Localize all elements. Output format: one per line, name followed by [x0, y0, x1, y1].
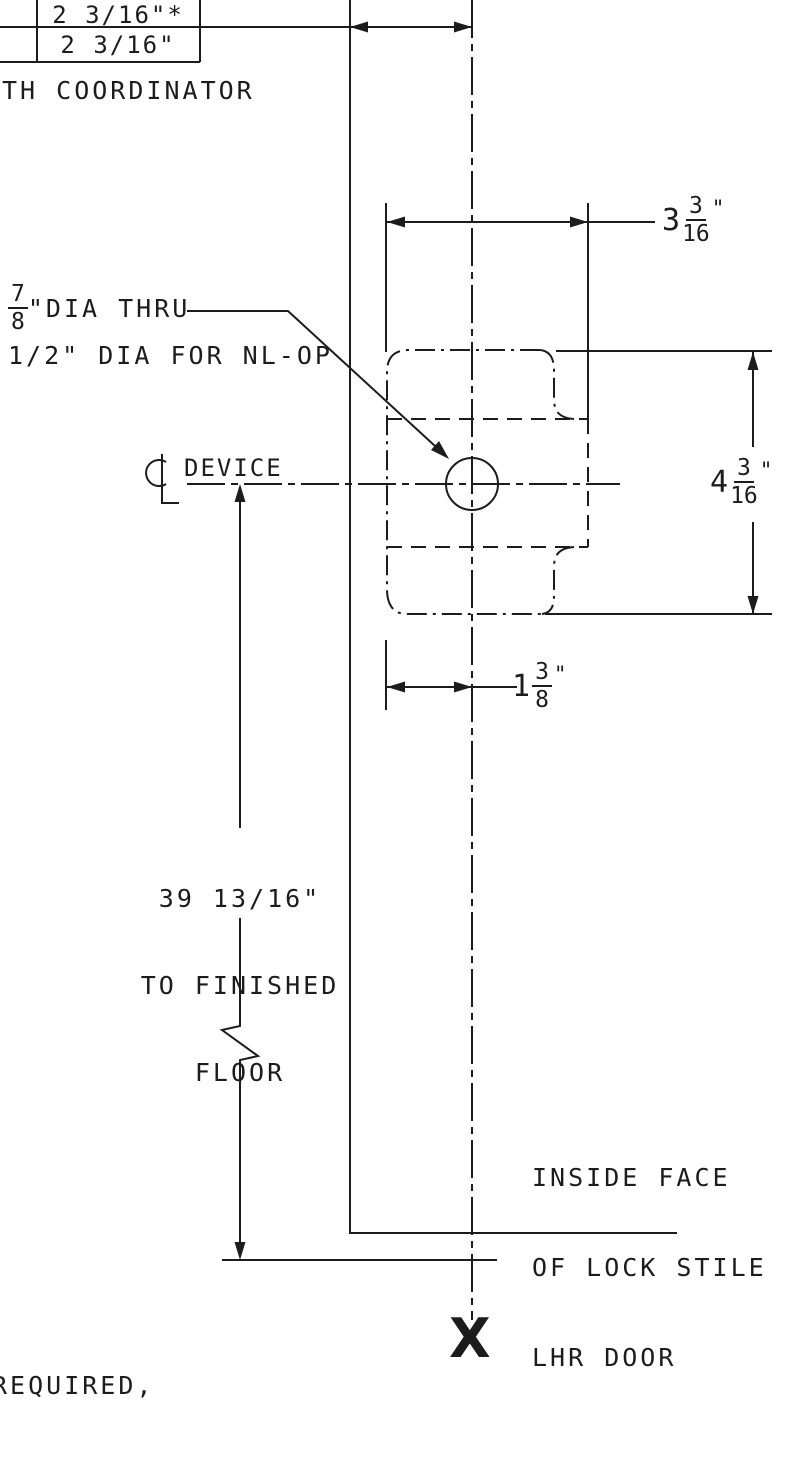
- device-outline-right-bottom: [541, 546, 575, 615]
- arrow-hole-leader: [431, 441, 449, 459]
- floor-height-dimension-text: 39 13/16" TO FINISHED FLOOR: [140, 884, 340, 1087]
- table-cell-value-1: 2 3/16"*: [52, 1, 184, 29]
- arrowheads: [234, 21, 759, 1260]
- arrow-down-floor: [234, 1242, 246, 1260]
- arrow-up-floor: [234, 484, 246, 502]
- device-chassis-lines: [387, 418, 589, 548]
- arrow-left-width: [387, 216, 405, 228]
- coordinator-note: TH COORDINATOR: [2, 76, 255, 105]
- hole-dia-label: "DIA THRU: [27, 293, 191, 323]
- width-dimension-text: 3 3 16 ": [662, 193, 725, 248]
- inside-face-label: INSIDE FACE OF LOCK STILE LHR DOOR: [532, 1163, 767, 1372]
- handing-note: LHR SHOWN RHR OPPOSITE: [424, 1398, 797, 1474]
- floor-dimension-line: [219, 492, 261, 1252]
- table-border: [0, 0, 201, 63]
- arrow-left-offset: [387, 681, 405, 693]
- device-cl-label: DEVICE: [184, 454, 283, 482]
- hole-dia-fraction: 7 8: [8, 282, 28, 334]
- arrow-left-backset: [350, 21, 368, 33]
- table-cell-value-2: 2 3/16": [60, 31, 176, 59]
- width-dimension-lines: [385, 203, 655, 419]
- offset-dimension-lines: [385, 640, 517, 710]
- arrow-right-offset: [454, 681, 472, 693]
- height-dimension-lines: [545, 350, 772, 615]
- arrow-down-height: [747, 596, 759, 614]
- arrow-up-height: [747, 352, 759, 370]
- centerline-symbol: [145, 454, 179, 504]
- cl-offset-dimension-text: 1 3 8 ": [512, 659, 567, 714]
- hole-leader-line: [187, 310, 448, 458]
- height-dimension-text: 4 3 16 ": [710, 455, 773, 510]
- device-outline-outer: [386, 349, 542, 615]
- device-outline-right-top: [539, 349, 575, 420]
- nl-op-callout: 1/2" DIA FOR NL-OP: [8, 341, 333, 370]
- door-edge-line: [349, 0, 677, 1234]
- required-note: REQUIRED,: [0, 1371, 155, 1400]
- floor-reference-mark: X: [449, 1307, 491, 1370]
- arrow-right-width: [570, 216, 588, 228]
- arrow-right-backset: [454, 21, 472, 33]
- hole-dia-callout: 7 8 "DIA THRU: [8, 282, 190, 334]
- thru-hole-circle: [445, 457, 499, 511]
